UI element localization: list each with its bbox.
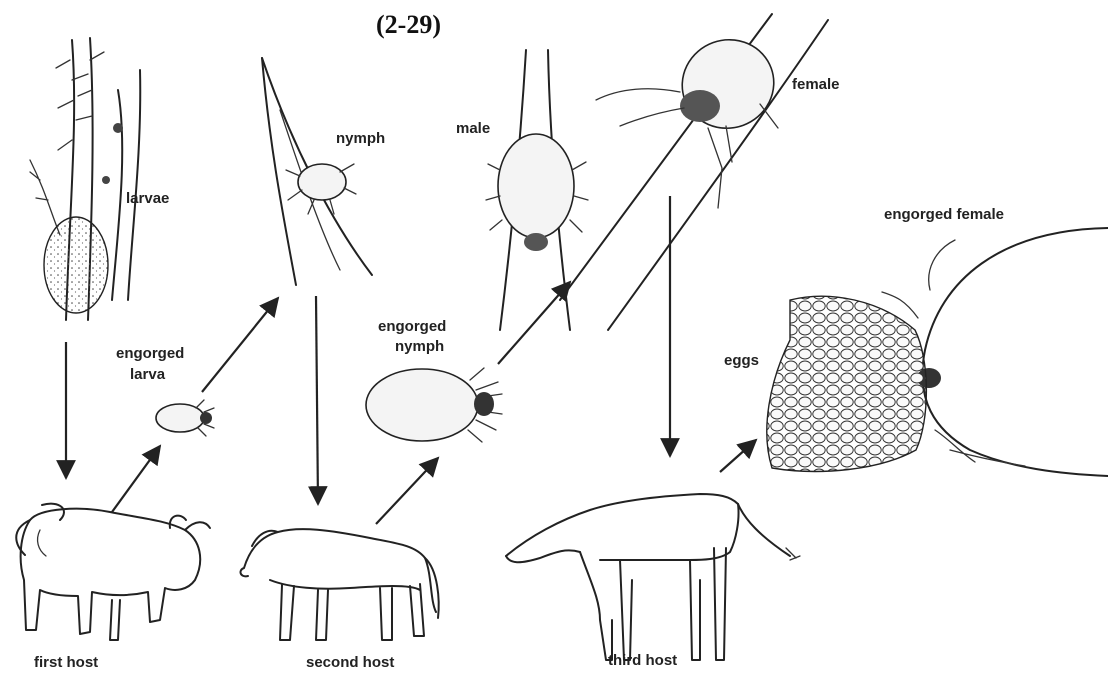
first-host-cattle-drawing [16,504,210,640]
male-tick-drawing [486,50,588,330]
arrow-nymph-to-second-host [316,296,318,504]
female-tick-drawing [560,14,828,330]
arrow-second-host-to-engorged-nymph [376,458,438,524]
larvae-grass-drawing [30,38,140,320]
label-second-host: second host [306,654,394,672]
arrow-third-host-to-eggs [720,440,756,472]
engorged-nymph-drawing [366,368,502,442]
label-female: female [792,76,840,94]
nymph-grass-drawing [262,58,372,285]
label-engorged-larva-line2: larva [130,366,165,384]
eggs-drawing [767,296,927,471]
arrow-engorged-larva-to-nymph [202,298,278,392]
third-host-cow-drawing [506,494,800,660]
arrow-engorged-nymph-to-adults [498,282,570,364]
label-male: male [456,120,490,138]
label-third-host: third host [608,652,677,670]
label-engorged-nymph-line2: nymph [395,338,444,356]
label-larvae: larvae [126,190,169,208]
label-engorged-nymph-line1: engorged [378,318,446,336]
label-eggs: eggs [724,352,759,370]
second-host-cow-drawing [241,529,439,640]
label-nymph: nymph [336,130,385,148]
label-engorged-larva-line1: engorged [116,345,184,363]
label-first-host: first host [34,654,98,672]
label-engorged-female: engorged female [884,206,1004,224]
arrow-first-host-to-engorged-larva [112,446,160,512]
engorged-larva-drawing [156,400,214,436]
